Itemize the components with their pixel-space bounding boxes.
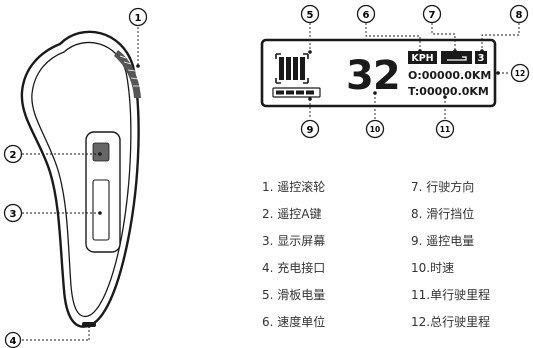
remote-roller-wheel[interactable] — [114, 50, 141, 98]
legend-item-6: 6. 速度单位 — [262, 315, 326, 329]
svg-text:2: 2 — [10, 150, 17, 161]
legend-item-2: 2. 遥控A键 — [262, 207, 322, 221]
remote-leaders — [22, 27, 139, 341]
lcd-leader-dots — [308, 49, 500, 101]
svg-text:3: 3 — [10, 209, 17, 220]
callout-3: 3 — [3, 203, 23, 223]
svg-text:11: 11 — [440, 125, 450, 134]
trip-value: T:00000.0KM — [408, 85, 489, 98]
callout-4: 4 — [4, 331, 22, 348]
callout-10: 10 — [365, 119, 385, 139]
remote-battery-gauge — [272, 87, 321, 98]
gear-value: 3 — [478, 53, 485, 64]
callout-1: 1 — [128, 7, 148, 27]
lcd-display: 32 KPH 3 O:00000.0KM T:00000.0KM — [260, 38, 497, 108]
legend-item-12: 12.总行驶里程 — [411, 315, 491, 329]
odometer-value: O:00000.0KM — [408, 69, 491, 82]
legend-item-3: 3. 显示屏幕 — [262, 234, 326, 248]
lcd-leaders — [309, 23, 520, 120]
svg-text:1: 1 — [135, 13, 142, 24]
callout-12: 12 — [510, 63, 530, 83]
board-battery-gauge — [275, 53, 309, 84]
remote-body-outer — [20, 30, 140, 328]
remote-a-button — [92, 142, 110, 162]
callout-2: 2 — [3, 144, 23, 164]
legend-item-5: 5. 滑板电量 — [262, 288, 326, 302]
legend-item-7: 7. 行驶方向 — [411, 180, 475, 194]
callout-6: 6 — [356, 4, 376, 24]
svg-text:9: 9 — [307, 125, 314, 136]
callout-5: 5 — [300, 4, 320, 24]
direction-indicator — [441, 51, 472, 64]
svg-text:4: 4 — [10, 336, 17, 347]
remote-body-inner — [31, 41, 132, 318]
callout-11: 11 — [435, 119, 455, 139]
callout-7: 7 — [422, 4, 442, 24]
gear-badge — [475, 51, 487, 64]
legend-item-4: 4. 充电接口 — [262, 261, 326, 275]
svg-text:10: 10 — [370, 125, 380, 134]
speed-unit-badge — [408, 51, 437, 64]
legend-item-1: 1. 遥控滚轮 — [262, 180, 326, 194]
callout-markers: 1 2 3 4 5 6 7 8 9 10 11 12 — [3, 4, 530, 348]
svg-text:5: 5 — [307, 10, 314, 21]
legend-item-9: 9. 遥控电量 — [411, 234, 475, 248]
callout-8: 8 — [509, 4, 529, 24]
svg-text:8: 8 — [516, 10, 523, 21]
legend-item-10: 10.时速 — [411, 261, 455, 275]
leader-dots — [87, 64, 140, 328]
remote-control — [20, 30, 141, 328]
svg-text:7: 7 — [429, 10, 436, 21]
legend-item-11: 11.单行驶里程 — [411, 288, 491, 302]
legend-item-8: 8. 滑行挡位 — [411, 207, 475, 221]
remote-display-screen — [92, 179, 110, 241]
svg-text:12: 12 — [515, 69, 525, 78]
speed-value: 32 — [346, 53, 400, 99]
speed-unit-label: KPH — [411, 53, 433, 64]
svg-text:6: 6 — [363, 10, 370, 21]
callout-9: 9 — [300, 119, 320, 139]
